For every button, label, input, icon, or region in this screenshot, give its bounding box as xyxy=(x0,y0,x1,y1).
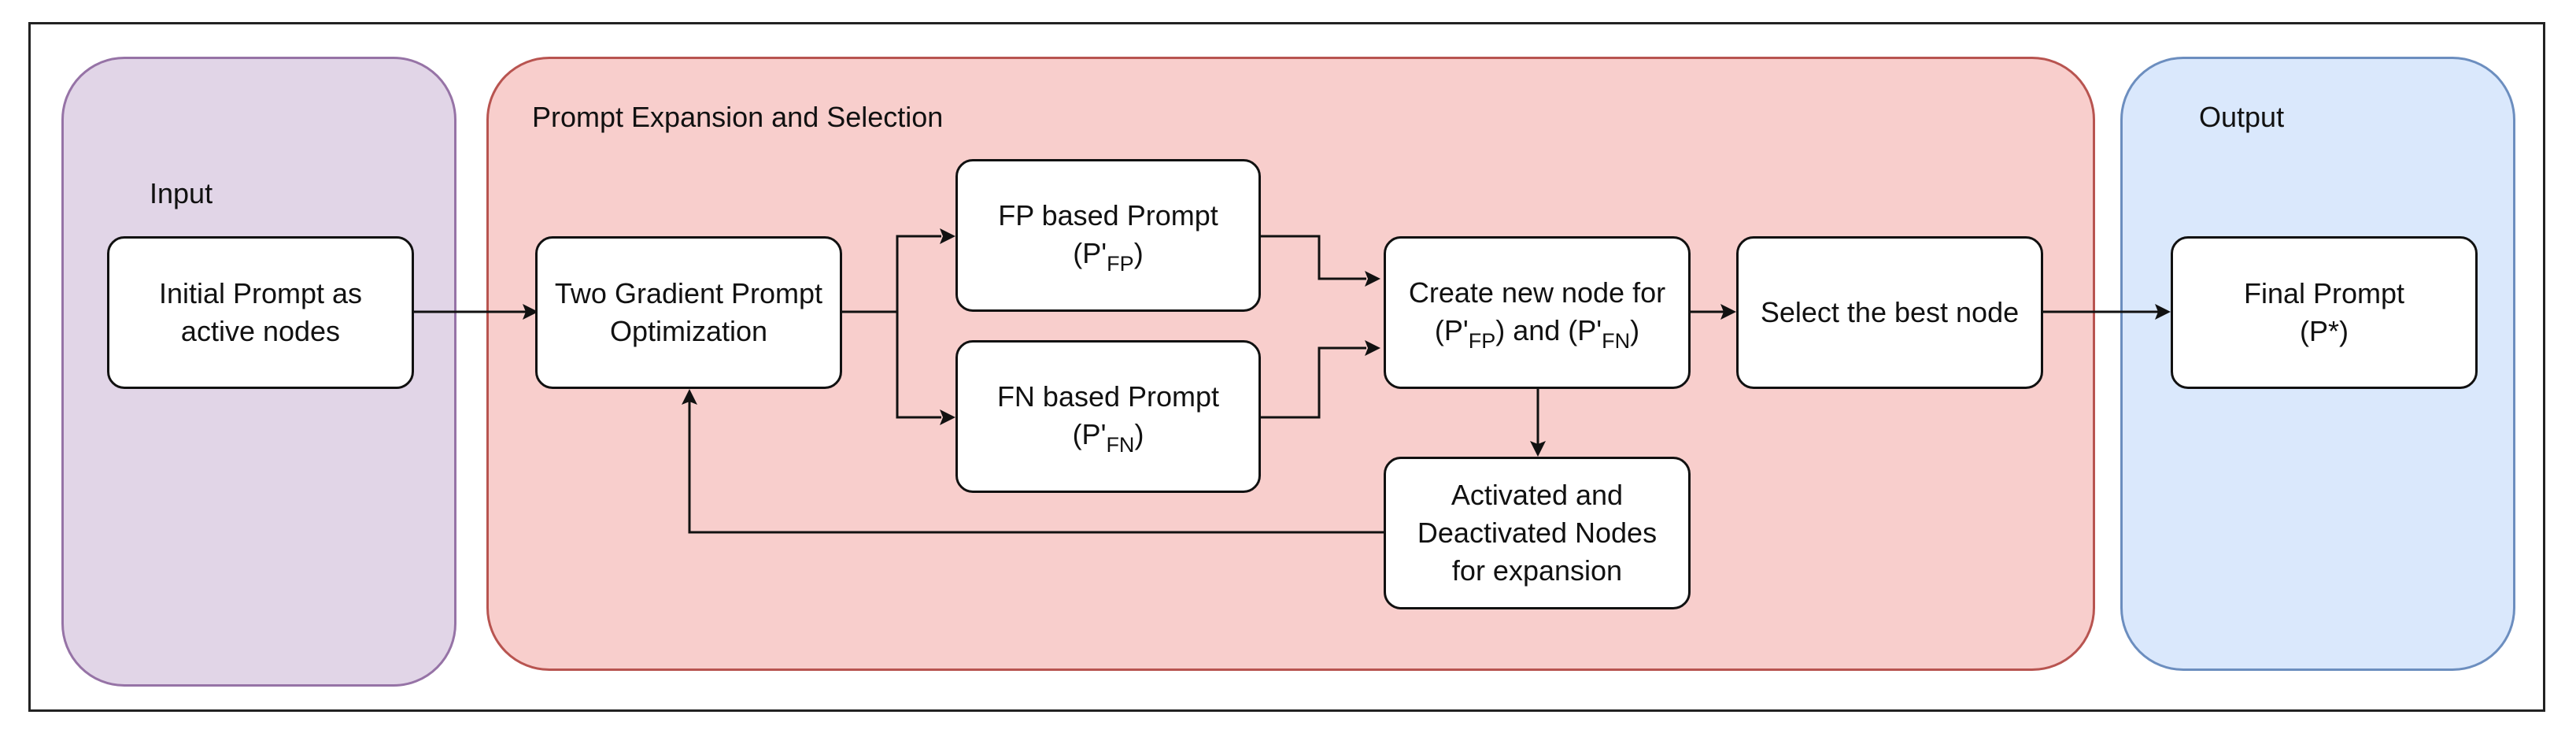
activated-line2: Deactivated Nodes xyxy=(1417,517,1658,549)
fp-prompt-node: FP based Prompt (P'FP) xyxy=(955,159,1261,312)
activated-line3: for expansion xyxy=(1451,554,1623,587)
arrow-fp-to-create xyxy=(1261,235,1366,280)
fp-prompt-close: ) xyxy=(1133,236,1144,269)
arrowhead xyxy=(682,389,697,405)
initial-prompt-node: Initial Prompt as active nodes xyxy=(107,236,414,389)
initial-prompt-line2: active nodes xyxy=(180,315,341,347)
select-best-node: Select the best node xyxy=(1736,236,2043,389)
create-node-close: ) xyxy=(1630,313,1640,346)
initial-prompt-line1: Initial Prompt as xyxy=(158,277,363,309)
output-panel-title: Output xyxy=(2199,101,2285,133)
fp-prompt-line1: FP based Prompt xyxy=(998,198,1218,231)
fn-prompt-close: ) xyxy=(1134,417,1144,450)
create-node-a-open: (P' xyxy=(1434,313,1469,346)
diagram-frame xyxy=(28,22,2545,712)
fp-prompt-open: (P' xyxy=(1073,236,1107,269)
fn-prompt-open: (P' xyxy=(1072,417,1107,450)
arrow-gradient-to-fp xyxy=(842,235,941,313)
two-gradient-line1: Two Gradient Prompt xyxy=(554,277,823,309)
arrow-activated-to-gradient xyxy=(688,400,1385,534)
two-gradient-node: Two Gradient Prompt Optimization xyxy=(535,236,842,389)
arrowhead xyxy=(940,409,955,425)
final-prompt-line1: Final Prompt xyxy=(2243,277,2405,309)
final-prompt-line2: (P*) xyxy=(2299,315,2349,347)
arrowhead xyxy=(523,304,538,320)
final-prompt-node: Final Prompt (P*) xyxy=(2171,236,2478,389)
arrow-fn-to-create xyxy=(1261,346,1366,419)
expansion-panel-title: Prompt Expansion and Selection xyxy=(532,101,944,133)
arrowhead xyxy=(940,228,955,244)
activated-line1: Activated and xyxy=(1451,479,1624,511)
arrow-gradient-to-fn xyxy=(842,310,941,419)
arrowhead xyxy=(2155,304,2171,320)
create-node-a-sub: FP xyxy=(1468,328,1496,353)
arrowhead xyxy=(1365,271,1380,287)
two-gradient-line2: Optimization xyxy=(609,315,768,347)
input-panel-title: Input xyxy=(150,177,213,209)
arrowhead xyxy=(1720,304,1736,320)
fn-prompt-line1: FN based Prompt xyxy=(996,380,1220,413)
fp-prompt-sub: FP xyxy=(1107,251,1134,276)
arrowhead xyxy=(1530,441,1546,457)
create-node-node: Create new node for (P'FP) and (P'FN) xyxy=(1384,236,1691,389)
activated-node: Activated and Deactivated Nodes for expa… xyxy=(1384,457,1691,609)
create-node-middle: ) and (P' xyxy=(1495,313,1602,346)
select-best-label: Select the best node xyxy=(1760,296,2020,328)
create-node-b-sub: FN xyxy=(1602,328,1631,353)
arrowhead xyxy=(1365,340,1380,356)
fn-prompt-node: FN based Prompt (P'FN) xyxy=(955,340,1261,493)
fn-prompt-sub: FN xyxy=(1106,432,1135,457)
create-node-line1: Create new node for xyxy=(1408,276,1666,309)
